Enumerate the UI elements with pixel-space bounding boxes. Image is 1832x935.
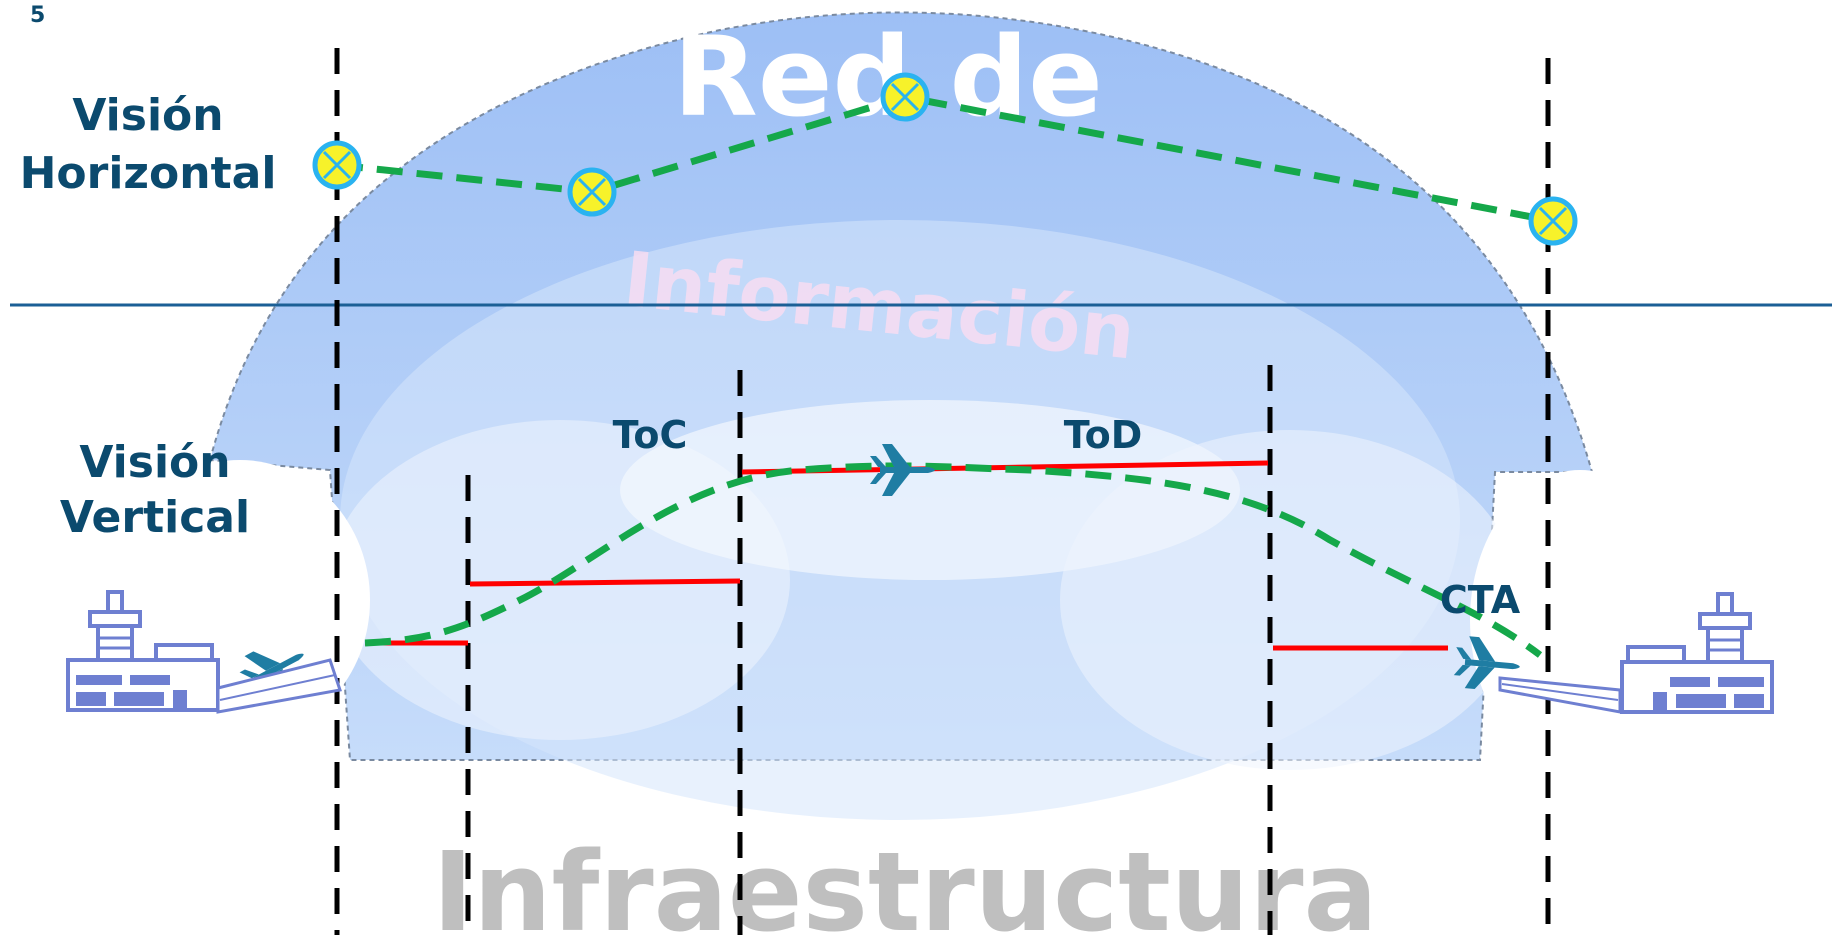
- waypoint-icon: [312, 140, 362, 190]
- vertical-trajectory: [364, 462, 1543, 658]
- horizontal-route: [336, 93, 1554, 225]
- waypoint-icon: [567, 167, 617, 217]
- arrival-runway: [1498, 676, 1622, 714]
- tod-label: ToD: [1064, 413, 1143, 457]
- vertical-view-label-line1: Visión: [79, 437, 230, 488]
- runway-stripe: [219, 674, 336, 701]
- segment-climb: [469, 578, 741, 587]
- infrastructure-label: Infraestructura: [432, 828, 1377, 935]
- vertical-view-label-line2: Vertical: [60, 492, 250, 543]
- toc-label: ToC: [613, 413, 688, 457]
- phase-boundaries: [334, 48, 1551, 935]
- runway-stripe: [1501, 683, 1619, 701]
- cta-label: CTA: [1440, 578, 1521, 622]
- waypoint-icon: [880, 72, 930, 122]
- network-title-line1: Red de: [673, 13, 1103, 141]
- network-core-glow-right: [1060, 430, 1520, 770]
- page-number: 5: [30, 3, 45, 28]
- departure-runway: [216, 658, 342, 714]
- waypoint-icon: [1528, 196, 1578, 246]
- horizontal-view-label-line2: Horizontal: [20, 148, 277, 199]
- horizontal-view-label-line1: Visión: [72, 90, 223, 141]
